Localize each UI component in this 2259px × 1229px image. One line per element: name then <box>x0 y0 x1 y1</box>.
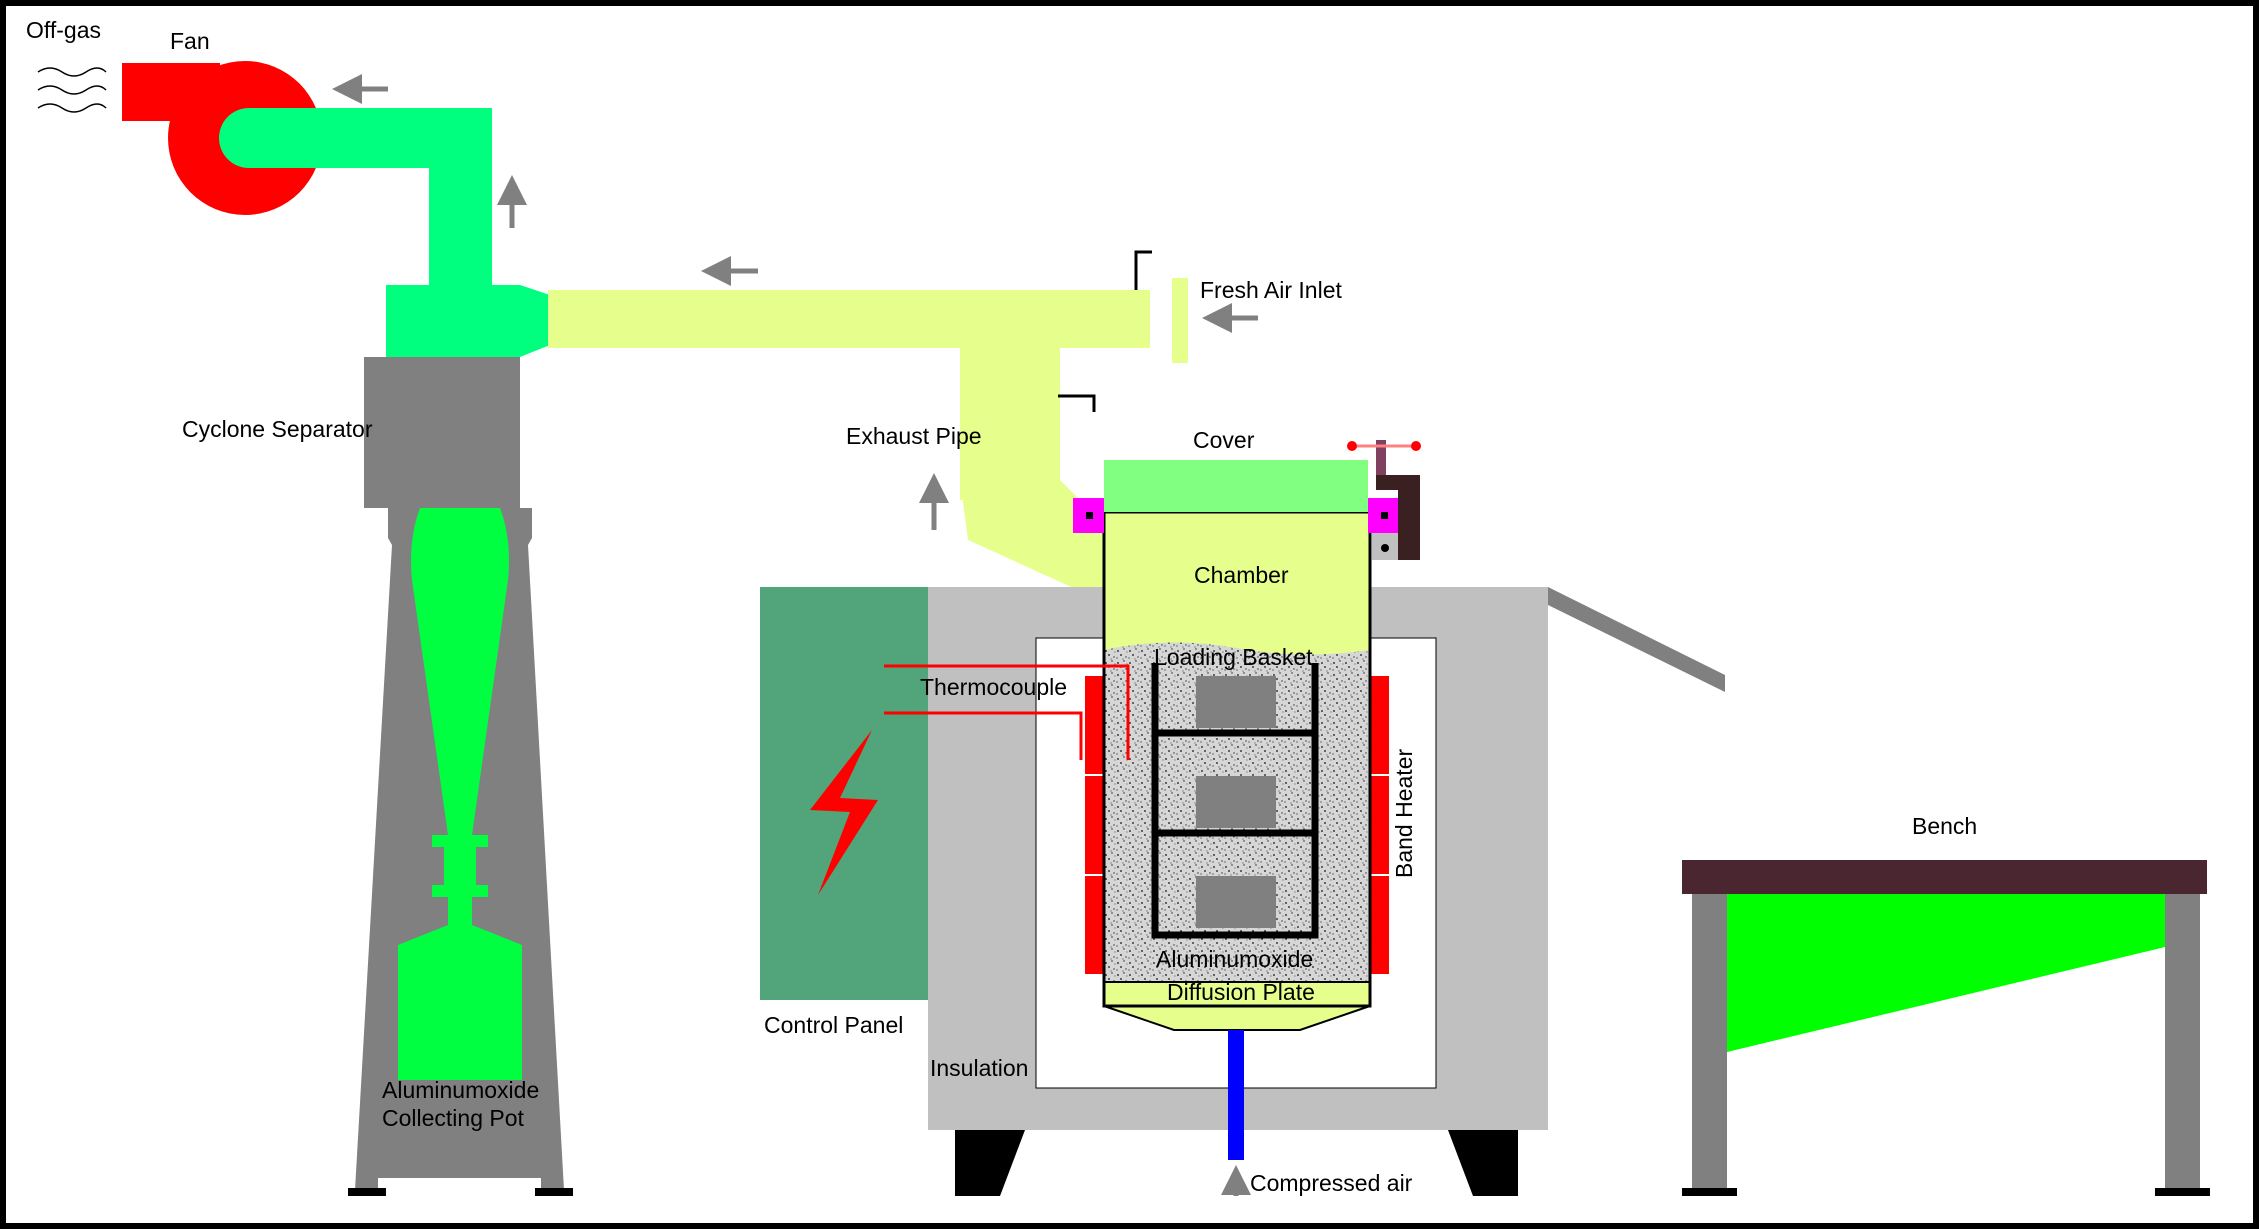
label-cyclone-separator: Cyclone Separator <box>182 416 373 442</box>
damper-handle <box>1058 250 1152 412</box>
label-fresh-air-inlet: Fresh Air Inlet <box>1200 277 1342 303</box>
lightning-bolt-icon <box>810 730 878 895</box>
label-loading-basket: Loading Basket <box>1154 644 1313 670</box>
bench <box>1682 860 2210 1196</box>
label-band-heater: Band Heater <box>1391 749 1417 878</box>
loading-basket <box>1151 663 1319 939</box>
label-cover: Cover <box>1193 427 1255 453</box>
label-exhaust-pipe: Exhaust Pipe <box>846 423 982 449</box>
label-chamber: Chamber <box>1194 562 1289 588</box>
label-compressed-air: Compressed air <box>1250 1170 1413 1196</box>
cyclone-cone <box>398 508 522 1080</box>
band-heater <box>1083 674 1391 976</box>
off-gas-icon <box>37 67 107 113</box>
label-aluminumoxide: Aluminumoxide <box>1156 946 1313 972</box>
cover <box>1104 460 1368 512</box>
exhaust-duct <box>548 278 1188 600</box>
clamp <box>1073 440 1421 560</box>
label-insulation: Insulation <box>930 1055 1028 1081</box>
fan-duct <box>219 108 550 357</box>
label-control-panel: Control Panel <box>764 1012 903 1038</box>
chamber <box>1104 512 1370 655</box>
compressed-air-pipe <box>1228 1030 1244 1160</box>
label-fan: Fan <box>170 28 210 54</box>
label-collecting-pot-line1: Aluminumoxide <box>382 1077 539 1103</box>
label-collecting-pot-line2: Collecting Pot <box>382 1105 525 1131</box>
thermocouple <box>884 664 1130 760</box>
label-bench: Bench <box>1912 813 1977 839</box>
flow-arrows <box>332 74 1258 1196</box>
labels: Off-gas Fan Cyclone Separator Exhaust Pi… <box>26 17 1977 1196</box>
label-off-gas: Off-gas <box>26 17 101 43</box>
control-panel <box>760 587 928 1000</box>
label-thermocouple: Thermocouple <box>920 674 1067 700</box>
label-diffusion-plate: Diffusion Plate <box>1167 979 1315 1005</box>
